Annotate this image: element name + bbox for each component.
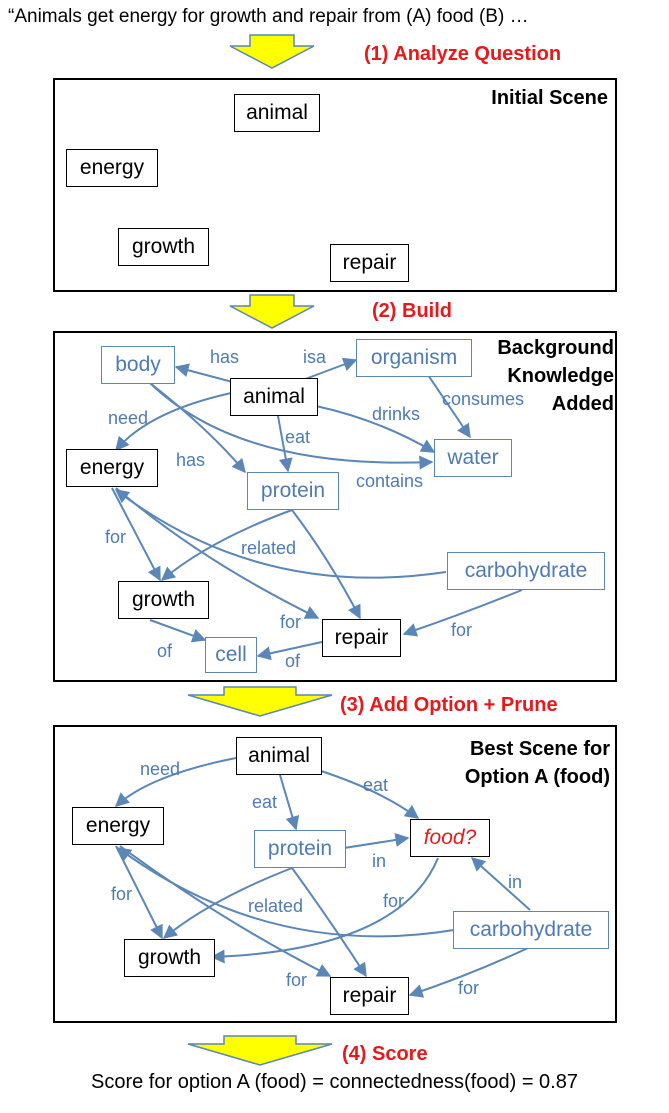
edge-label-eat: eat [363,775,389,795]
node-repair: repair [330,977,409,1015]
edge-animal-organism [299,357,358,382]
edge-protein-food [343,833,410,849]
edge-label-has: has [176,450,206,470]
edge-label-eat: eat [252,792,278,812]
edge-label-for: for [458,978,480,998]
edge-carbohydrate-repair [402,589,523,637]
node-organism: organism [356,339,472,377]
node-protein: protein [247,472,339,510]
edge-animal-body [174,363,241,385]
panel-title-line: Background [497,337,614,359]
edge-energy-growth [115,845,163,940]
panel-title-line: Knowledge [507,365,614,387]
step-arrow-4 [187,1035,333,1066]
edge-body-water [149,382,434,470]
edge-animal-protein [277,415,293,473]
node-cell: cell [205,637,257,673]
edge-energy-growth [111,487,161,582]
edge-label-in: in [508,872,523,892]
node-growth: growth [118,228,209,266]
edge-protein-repair [291,509,361,620]
node-animal: animal [230,378,318,416]
edge-label-need: need [140,759,181,779]
edge-label-for: for [451,620,473,640]
panel-title-line: Best Scene for [469,738,610,760]
edge-label-need: need [108,408,149,428]
panel-title-background: Background Knowledge Added [440,334,614,418]
node-body: body [101,346,175,384]
edge-repair-cell [256,641,323,661]
edge-carbohydrate-repair [408,947,529,998]
edge-carbohydrate-food [470,857,531,911]
edge-animal-energy [115,391,237,452]
step-label-analyze: (1) Analyze Question [364,43,562,65]
edge-animal-water [315,405,436,453]
edge-protein-repair [291,867,367,978]
edge-label-related: related [241,538,297,558]
edge-label-for: for [105,527,127,547]
node-repair: repair [330,244,409,282]
edge-animal-food [317,769,420,819]
step-arrow-2 [229,294,315,329]
edge-label-drinks: drinks [372,404,421,424]
edge-label-has: has [210,347,240,367]
node-energy: energy [66,449,158,487]
node-animal: animal [234,94,320,132]
step-arrow-1 [229,34,315,69]
edge-label-contains: contains [356,471,424,491]
edge-carbohydrate-energy [114,489,447,579]
score-text: Score for option A (food) = connectednes… [91,1071,578,1093]
edge-food-growth [210,857,439,964]
node-carbohydrate: carbohydrate [453,911,609,949]
node-growth: growth [118,581,209,619]
node-water: water [434,439,512,477]
step-label-add-option: (3) Add Option + Prune [340,694,558,716]
panel-title-best-scene: Best Scene for Option A (food) [400,735,610,791]
edge-label-related: related [248,896,304,916]
edge-label-for: for [111,884,133,904]
edge-label-for: for [383,891,405,911]
node-repair: repair [322,619,401,657]
edge-animal-protein [279,774,300,831]
edge-label-isa: isa [303,347,327,367]
node-protein: protein [254,830,346,868]
panel-title-line: Option A (food) [464,766,610,788]
panel-title-line: Added [551,393,614,415]
edge-label-of: of [285,651,301,671]
step-label-score: (4) Score [342,1043,428,1065]
edge-label-for: for [286,970,308,990]
edge-energy-repair [119,845,332,977]
edge-animal-energy [114,757,237,807]
edge-organism-water [427,374,471,439]
node-growth: growth [124,939,215,977]
edge-label-eat: eat [285,427,311,447]
edge-protein-growth [162,867,293,939]
node-carbohydrate: carbohydrate [447,552,605,590]
node-energy: energy [66,149,158,187]
step-arrow-3 [187,686,333,717]
node-energy: energy [72,807,164,845]
edge-label-of: of [157,641,173,661]
edge-protein-growth [160,509,293,581]
question-text: “Animals get energy for growth and repai… [8,6,529,27]
panel-title-initial: Initial Scene [491,87,608,109]
step-label-build: (2) Build [372,300,452,322]
edge-growth-cell [149,619,207,643]
edge-label-consumes: consumes [442,389,525,409]
node-food-option: food? [410,819,490,857]
edge-label-in: in [372,851,387,871]
edge-carbohydrate-energy [116,847,455,938]
node-animal: animal [236,737,322,775]
edge-label-for: for [280,612,302,632]
